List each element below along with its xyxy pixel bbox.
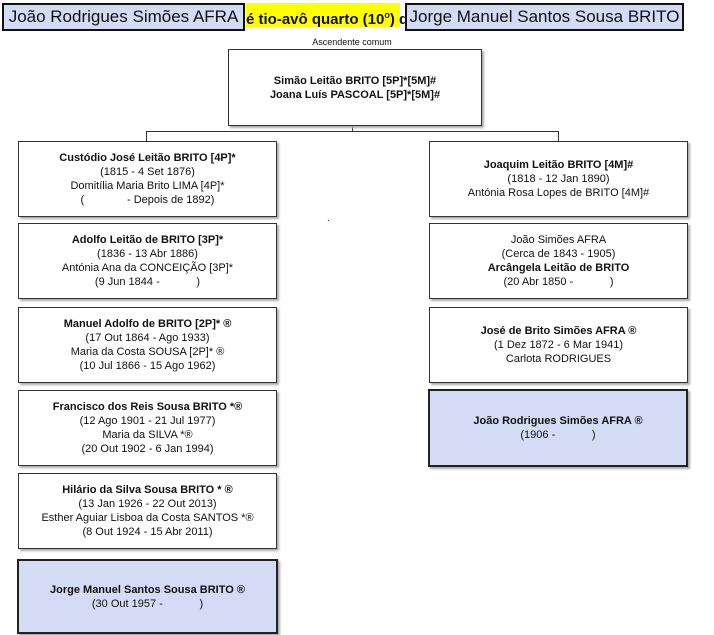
person-name: João Simões AFRA <box>510 234 607 246</box>
person-dates: (17 Out 1864 - Ago 1933) <box>85 332 210 344</box>
person-dates: (1815 - 4 Set 1876) <box>100 166 195 178</box>
person-name: Francisco dos Reis Sousa BRITO *® <box>52 401 243 413</box>
connector-left-down <box>146 131 147 141</box>
header-relation-sup: o <box>384 10 390 20</box>
header-person-b: Jorge Manuel Santos Sousa BRITO <box>405 3 684 31</box>
connector-right-down <box>558 131 559 141</box>
person-dates: (12 Ago 1901 - 21 Jul 1977) <box>79 415 216 427</box>
person-name: Custódio José Leitão BRITO [4P]* <box>59 152 236 164</box>
spouse-name: Antónia Rosa Lopes de BRITO [4M]# <box>467 187 650 199</box>
right-gen-3-box: José de Brito Simões AFRA ® (1 Dez 1872 … <box>429 307 688 383</box>
header-person-a: João Rodrigues Simões AFRA <box>2 3 245 31</box>
person-name: Joaquim Leitão BRITO [4M]# <box>483 159 634 171</box>
stray-dot: . <box>327 213 330 224</box>
connector-root-down <box>352 124 353 131</box>
root-ancestor-box: Simão Leitão BRITO [5P]*[5M]# Joana Luís… <box>228 49 482 126</box>
person-dates: (13 Jan 1926 - 22 Out 2013) <box>78 498 217 510</box>
common-ancestor-caption: Ascendente comum <box>312 37 392 47</box>
person-name: João Rodrigues Simões AFRA ® <box>473 415 643 427</box>
person-name: Manuel Adolfo de BRITO [2P]* ® <box>63 318 232 330</box>
person-dates: (1818 - 12 Jan 1890) <box>507 173 610 185</box>
left-gen-1-box: Custódio José Leitão BRITO [4P]* (1815 -… <box>18 141 277 217</box>
header-relation: é tio-avô quarto (10o) de <box>246 3 417 28</box>
spouse-dates: ( - Depois de 1892) <box>80 194 215 206</box>
spouse-name: Maria da Costa SOUSA [2P]* ® <box>70 346 225 358</box>
person-dates: (Cerca de 1843 - 1905) <box>501 248 616 260</box>
person-dates: (30 Out 1957 - ) <box>91 597 204 610</box>
spouse-dates: (20 Abr 1850 - ) <box>503 276 614 288</box>
spouse-dates: (10 Jul 1866 - 15 Ago 1962) <box>79 360 216 372</box>
root-line2: Joana Luís PASCOAL [5P]*[5M]# <box>269 88 441 101</box>
person-dates: (1836 - 13 Abr 1886) <box>97 248 198 260</box>
person-dates: (1906 - ) <box>520 429 596 441</box>
spouse-name: Arcângela Leitão de BRITO <box>487 262 630 274</box>
right-gen-2-box: João Simões AFRA (Cerca de 1843 - 1905) … <box>429 223 688 299</box>
spouse-dates: (20 Out 1902 - 6 Jan 1994) <box>81 443 214 455</box>
spouse-name: Carlota RODRIGUES <box>505 353 612 365</box>
person-name: Jorge Manuel Santos Sousa BRITO ® <box>50 583 245 596</box>
person-dates: (1 Dez 1872 - 6 Mar 1941) <box>493 339 623 351</box>
left-gen-4-box: Francisco dos Reis Sousa BRITO *® (12 Ag… <box>18 390 277 466</box>
left-gen-5-box: Hilário da Silva Sousa BRITO * ® (13 Jan… <box>18 473 277 549</box>
connector-horizontal <box>146 131 559 132</box>
left-gen-2-box: Adolfo Leitão de BRITO [3P]* (1836 - 13 … <box>18 223 277 299</box>
right-gen-4-box: João Rodrigues Simões AFRA ® (1906 - ) <box>428 389 688 467</box>
person-name: José de Brito Simões AFRA ® <box>480 325 637 337</box>
spouse-name: Maria da SILVA *® <box>102 429 193 441</box>
spouse-name: Esther Aguiar Lisboa da Costa SANTOS *® <box>41 512 254 524</box>
person-name: Adolfo Leitão de BRITO [3P]* <box>71 234 224 246</box>
header-relation-pre: é tio-avô quarto (10 <box>246 11 385 28</box>
spouse-name: Antónia Ana da CONCEIÇÃO [3P]* <box>61 262 234 274</box>
root-line1: Simão Leitão BRITO [5P]*[5M]# <box>273 74 437 87</box>
right-gen-1-box: Joaquim Leitão BRITO [4M]# (1818 - 12 Ja… <box>429 141 688 217</box>
spouse-dates: (9 Jun 1844 - ) <box>94 276 201 288</box>
spouse-dates: (8 Out 1924 - 15 Abr 2011) <box>82 526 213 538</box>
spouse-name: Domitília Maria Brito LIMA [4P]* <box>70 180 225 192</box>
left-gen-3-box: Manuel Adolfo de BRITO [2P]* ® (17 Out 1… <box>18 307 277 383</box>
person-name: Hilário da Silva Sousa BRITO * ® <box>62 484 233 496</box>
left-gen-6-box: Jorge Manuel Santos Sousa BRITO ® (30 Ou… <box>17 559 278 634</box>
